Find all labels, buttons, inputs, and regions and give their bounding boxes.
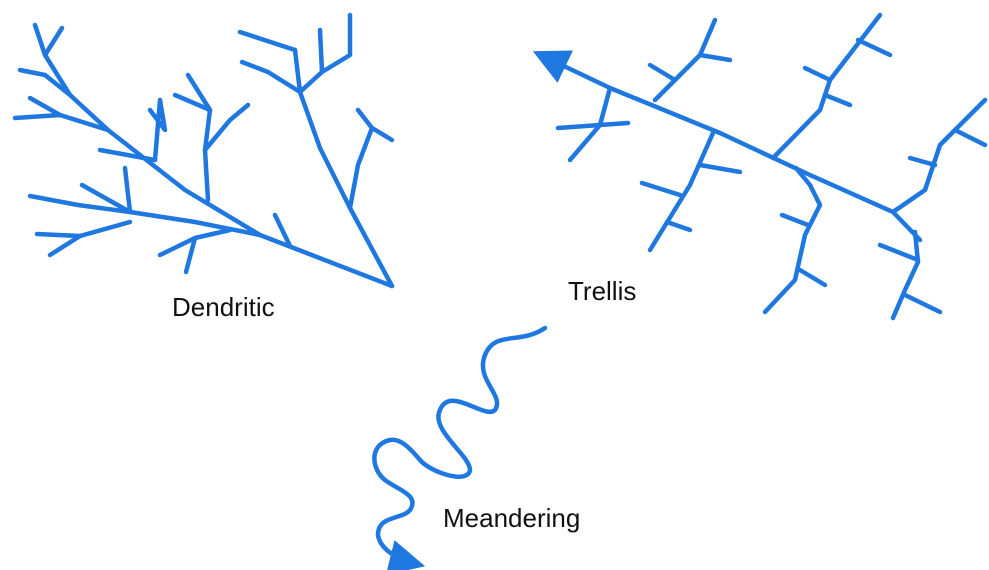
dendritic-branch: [272, 212, 293, 249]
dendritic-pattern: [12, 12, 395, 289]
dendritic-branch: [185, 72, 213, 153]
trellis-main-channel: [532, 50, 923, 243]
dendritic-branch: [147, 97, 168, 163]
dendritic-branch: [297, 27, 325, 95]
dendritic-label: Dendritic: [172, 292, 275, 322]
dendritic-branch: [27, 95, 63, 118]
trellis-tributary: [797, 267, 828, 288]
dendritic-branch: [347, 107, 375, 211]
trellis-tributary: [952, 127, 988, 148]
trellis-tributary: [802, 65, 833, 83]
trellis-tributary: [762, 165, 823, 315]
meandering-label: Meandering: [443, 503, 581, 533]
trellis-pattern: [532, 12, 988, 321]
trellis-tributary: [697, 162, 743, 175]
dendritic-branch: [27, 193, 133, 215]
dendritic-branch: [369, 125, 395, 143]
trellis-tributary: [877, 242, 921, 263]
trellis-tributary: [647, 62, 678, 83]
trellis-tributary: [664, 219, 693, 233]
dendritic-branch: [183, 235, 198, 275]
trellis-label: Trellis: [568, 276, 637, 306]
dendritic-branch: [97, 147, 158, 163]
trellis-tributary: [597, 120, 631, 128]
dendritic-branch: [47, 233, 83, 258]
trellis-tributary: [639, 180, 683, 198]
meandering-pattern: [372, 325, 548, 570]
trellis-tributary: [770, 12, 883, 161]
trellis-tributary: [890, 97, 988, 215]
dendritic-branch: [172, 92, 213, 113]
trellis-tributary: [647, 130, 716, 253]
dendritic-branch: [239, 59, 303, 95]
dendritic-branch: [17, 67, 73, 98]
trellis-tributary: [652, 17, 718, 103]
dendritic-branch: [202, 102, 251, 203]
trellis-tributary: [779, 212, 811, 228]
dendritic-branch: [237, 29, 298, 53]
trellis-tributary: [855, 37, 893, 58]
trellis-tributary: [902, 292, 943, 315]
trellis-tributary: [697, 52, 733, 63]
dendritic-branch: [34, 219, 133, 239]
trellis-tributary: [822, 92, 853, 108]
dendritic-branch: [319, 12, 353, 75]
dendritic-branch: [42, 25, 65, 58]
trellis-tributary: [890, 229, 921, 321]
meandering-channel: [372, 325, 548, 570]
dendritic-branch: [122, 165, 133, 215]
trellis-tributary: [555, 122, 603, 131]
dendritic-branch: [292, 47, 395, 289]
trellis-tributary: [907, 155, 938, 168]
